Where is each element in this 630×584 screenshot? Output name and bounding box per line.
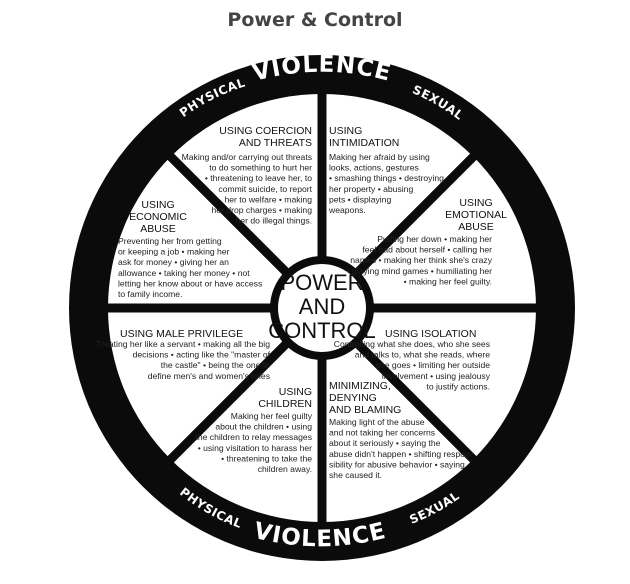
segment-body-line: and not taking her concerns	[329, 428, 435, 438]
segment-body-line: about the children • using	[215, 422, 312, 432]
segment-body-line: sibility for abusive behavior • saying	[329, 459, 465, 469]
page-title: Power & Control	[227, 9, 403, 31]
segment-body-line: her drop charges • making	[212, 205, 313, 215]
segment-body-line: she caused it.	[329, 470, 382, 480]
spokes	[108, 94, 536, 522]
segment-body-line: her property • abusing	[329, 184, 413, 194]
segment-body-line: Making her feel guilty	[231, 411, 313, 421]
segment-body-line: looks, actions, gestures	[329, 163, 419, 173]
segment-heading-line: USING	[279, 386, 312, 398]
spoke-bottom-right	[349, 335, 478, 464]
center-label: POWER AND CONTROL	[268, 270, 376, 343]
spoke-bottom-left	[166, 335, 295, 464]
segment-body-line: pets • displaying	[329, 194, 391, 204]
segment-heading-line: USING	[459, 197, 492, 209]
segment-body-line: feel bad about herself • calling her	[362, 245, 492, 255]
segment-heading-line: USING ISOLATION	[385, 328, 476, 340]
segment-body-line: • threatening to take the	[221, 453, 312, 463]
segment-body-line: decisions • acting like the "master of	[133, 350, 271, 360]
segment-body-line: to do something to hurt her	[209, 163, 312, 173]
segment-body-line: • making her feel guilty.	[404, 276, 492, 286]
segment-body-line: involvement • using jealousy	[382, 371, 491, 381]
segment-heading-line: DENYING	[329, 392, 377, 404]
segment-body-line: and talks to, what she reads, where	[355, 350, 490, 360]
segment-body-line: • playing mind games • humiliating her	[347, 266, 493, 276]
segment-body-line: the children to relay messages	[195, 432, 312, 442]
segment-body-line: Making her afraid by using	[329, 152, 430, 162]
segment-body-line: to justify actions.	[426, 381, 490, 391]
segment-heading-line: USING	[141, 199, 174, 211]
segment-heading-line: CHILDREN	[258, 398, 312, 410]
segment-heading-line: ABUSE	[140, 223, 176, 235]
segment-body-line: allowance • taking her money • not	[118, 268, 250, 278]
segment-body-line: Making light of the abuse	[329, 417, 425, 427]
segment-heading-line: EMOTIONAL	[445, 209, 507, 221]
segment-body-line: Making and/or carrying out threats	[182, 152, 312, 162]
segment-heading-line: AND BLAMING	[329, 404, 401, 416]
segment-heading-line: AND THREATS	[239, 137, 312, 149]
segment-heading-line: ECONOMIC	[129, 211, 187, 223]
segment-body-line: to family income.	[118, 289, 182, 299]
segment-body-line: her to welfare • making	[224, 194, 312, 204]
segment-body-line: Treating her like a servant • making all…	[96, 339, 270, 349]
segment-body-line: she goes • limiting her outside	[376, 360, 491, 370]
segment-body-line: Putting her down • making her	[377, 234, 492, 244]
segment-body-line: Preventing her from getting	[118, 236, 222, 246]
segment-body-line: Controlling what she does, who she sees	[334, 339, 490, 349]
segment-body-line: or keeping a job • making her	[118, 247, 230, 257]
segment-body-line: the castle" • being the one to	[161, 360, 270, 370]
segment-body-line: letting her know about or have access	[118, 278, 262, 288]
segment-body-line: abuse didn't happen • shifting respon-	[329, 449, 473, 459]
center-line-2: AND	[299, 294, 345, 319]
center-line-1: POWER	[280, 270, 363, 295]
segment-body-line: define men's and women's roles	[148, 371, 270, 381]
spoke-top-right	[349, 152, 478, 281]
segment-body-line: • threatening to leave her, to	[205, 173, 312, 183]
segment-heading-line: USING	[329, 125, 362, 137]
segment-heading-line: MINIMIZING,	[329, 380, 391, 392]
segment-heading-line: USING MALE PRIVILEGE	[120, 328, 243, 340]
segment-body-line: her do illegal things.	[236, 216, 312, 226]
segment-body-line: about it seriously • saying the	[329, 438, 441, 448]
segment-body-line: commit suicide, to report	[218, 184, 312, 194]
spoke-top-left	[166, 152, 295, 281]
center-line-3: CONTROL	[268, 318, 376, 343]
segment-heading-line: ABUSE	[458, 221, 494, 233]
segment-body-line: • smashing things • destroying	[329, 173, 444, 183]
segment-heading-line: INTIMIDATION	[329, 137, 399, 149]
segment-body-line: names • making her think she's crazy	[350, 255, 492, 265]
center-hub	[270, 256, 374, 360]
segment-body-line: ask for money • giving her an	[118, 257, 229, 267]
segment-body-line: • using visitation to harass her	[198, 443, 312, 453]
segment-body-line: children away.	[258, 464, 312, 474]
segment-body-line: weapons.	[328, 205, 366, 215]
segment-heading-line: USING COERCION	[219, 125, 312, 137]
